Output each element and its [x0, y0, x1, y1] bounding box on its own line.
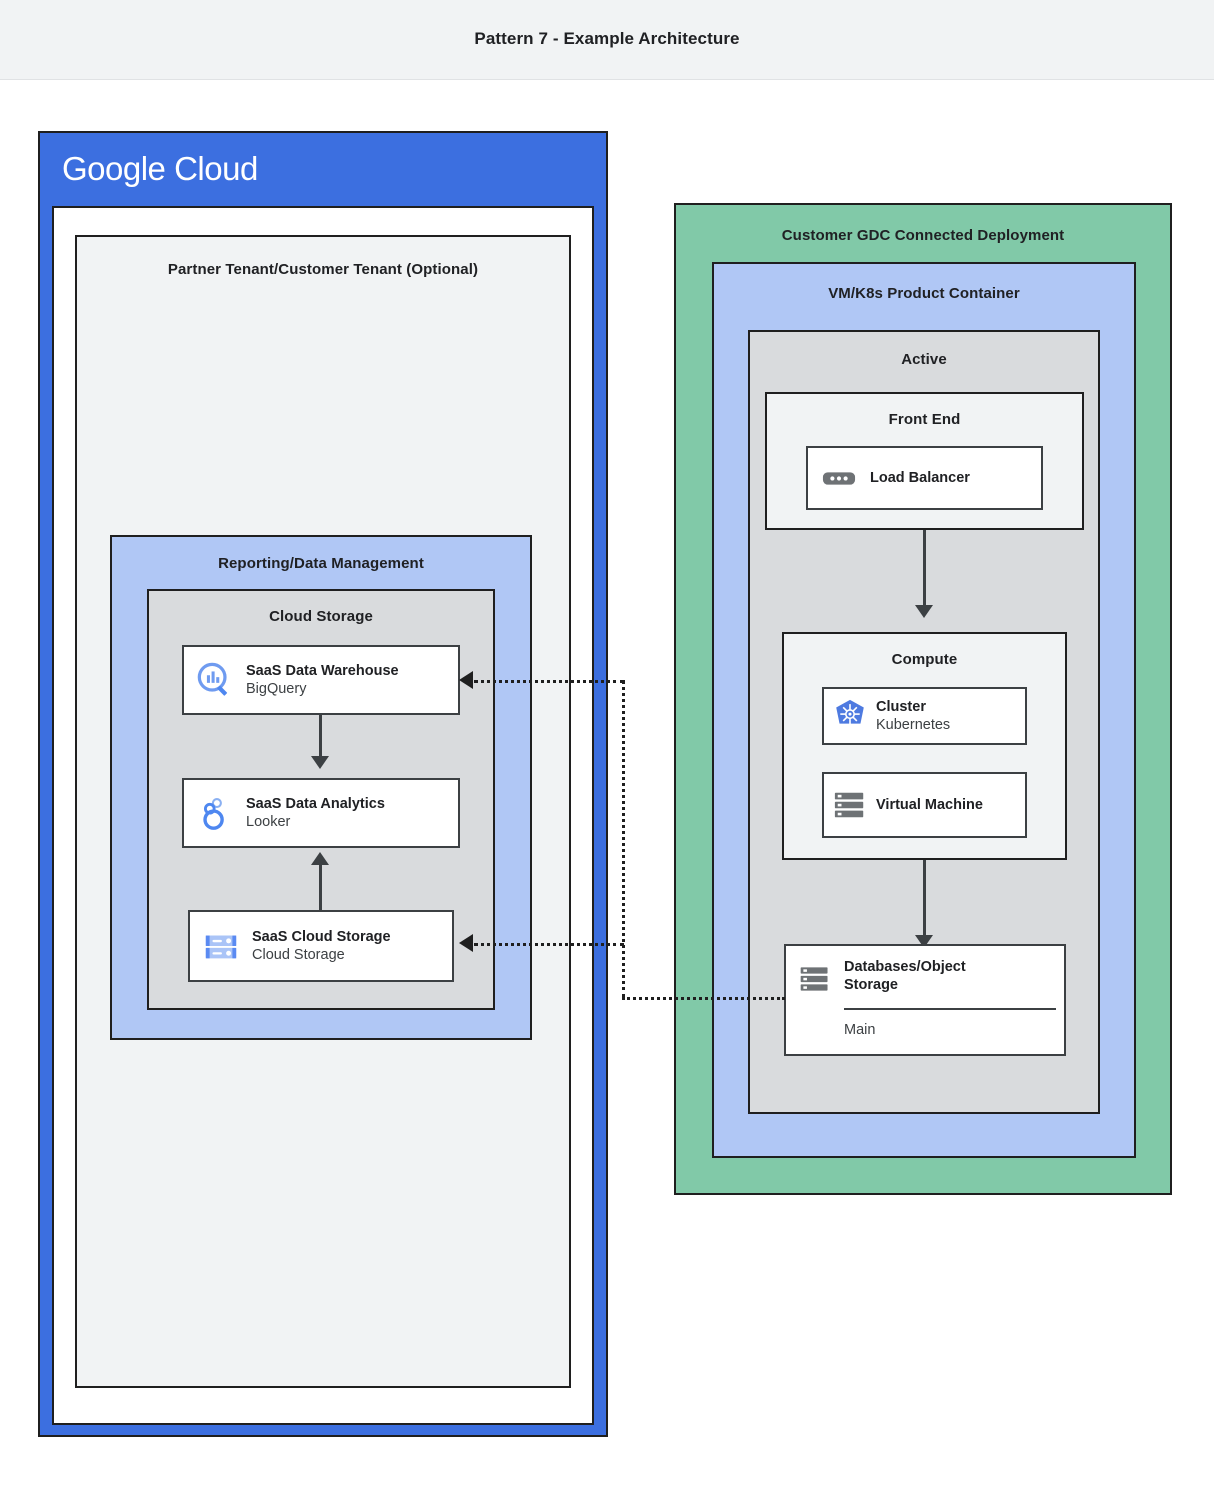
virtual-machine-card[interactable]: Virtual Machine	[822, 772, 1027, 838]
arrowhead-frontend-to-compute	[915, 605, 933, 618]
cluster-card[interactable]: Cluster Kubernetes	[822, 687, 1027, 745]
connector-compute-to-database	[923, 860, 926, 937]
google-cloud-logo-google: Google	[62, 150, 166, 187]
front-end-title: Front End	[888, 411, 961, 428]
saas-cloud-storage-product: Cloud Storage	[252, 946, 345, 963]
virtual-machine-labels: Virtual Machine	[876, 796, 983, 814]
cloud-storage-icon	[190, 910, 252, 982]
cluster-name: Cluster	[876, 698, 926, 715]
saas-cloud-storage-labels: SaaS Cloud Storage Cloud Storage	[252, 928, 391, 965]
looker-icon	[184, 778, 246, 848]
database-card-head: Databases/Object Storage	[786, 946, 1064, 1004]
virtual-machine-name: Virtual Machine	[876, 796, 983, 813]
load-balancer-card[interactable]: Load Balancer	[806, 446, 1043, 510]
google-cloud-logo: Google Cloud	[62, 150, 258, 188]
partner-tenant-title: Partner Tenant/Customer Tenant (Optional…	[167, 261, 479, 278]
database-card[interactable]: Databases/Object Storage Main	[784, 944, 1066, 1056]
bigquery-icon	[184, 645, 246, 715]
connector-warehouse-to-analytics	[319, 715, 322, 758]
saas-cloud-storage-name: SaaS Cloud Storage	[252, 928, 391, 945]
connector-frontend-to-compute	[923, 530, 926, 607]
database-name: Databases/Object Storage	[844, 959, 966, 994]
cluster-product: Kubernetes	[876, 716, 951, 733]
arrowhead-warehouse-to-analytics	[311, 756, 329, 769]
dotted-trunk-vertical	[622, 680, 625, 998]
page-title: Pattern 7 - Example Architecture	[474, 29, 740, 48]
active-title: Active	[901, 351, 947, 368]
saas-data-warehouse-name: SaaS Data Warehouse	[246, 662, 399, 679]
saas-data-warehouse-labels: SaaS Data Warehouse BigQuery	[246, 662, 399, 699]
arrowhead-to-cloud-storage	[459, 934, 473, 952]
saas-cloud-storage-card[interactable]: SaaS Cloud Storage Cloud Storage	[188, 910, 454, 982]
compute-title: Compute	[891, 651, 958, 668]
saas-data-warehouse-card[interactable]: SaaS Data Warehouse BigQuery	[182, 645, 460, 715]
database-icon	[786, 946, 844, 1004]
load-balancer-icon	[808, 446, 870, 510]
cluster-labels: Cluster Kubernetes	[876, 698, 950, 735]
dotted-line-to-warehouse	[474, 680, 624, 683]
load-balancer-name: Load Balancer	[870, 469, 970, 486]
saas-data-analytics-labels: SaaS Data Analytics Looker	[246, 795, 385, 832]
arrowhead-storage-to-analytics	[311, 852, 329, 865]
header-bar	[0, 0, 1214, 80]
connector-storage-to-analytics	[319, 865, 322, 910]
kubernetes-icon	[824, 687, 876, 745]
virtual-machine-icon	[824, 772, 876, 838]
database-detail: Main	[844, 1022, 876, 1038]
database-labels: Databases/Object Storage	[844, 946, 1014, 994]
vm-k8s-title: VM/K8s Product Container	[828, 285, 1020, 302]
load-balancer-labels: Load Balancer	[870, 469, 970, 487]
reporting-title: Reporting/Data Management	[218, 555, 424, 572]
google-cloud-logo-cloud: Cloud	[174, 150, 258, 187]
saas-data-warehouse-product: BigQuery	[246, 680, 307, 697]
gdc-deployment-title: Customer GDC Connected Deployment	[781, 227, 1065, 244]
saas-data-analytics-name: SaaS Data Analytics	[246, 795, 385, 812]
saas-data-analytics-card[interactable]: SaaS Data Analytics Looker	[182, 778, 460, 848]
saas-data-analytics-product: Looker	[246, 813, 291, 830]
cloud-storage-group-title: Cloud Storage	[269, 608, 373, 625]
database-divider	[844, 1008, 1056, 1010]
arrowhead-to-warehouse	[459, 671, 473, 689]
dotted-line-from-database	[622, 997, 785, 1000]
dotted-line-to-cloud-storage	[474, 943, 624, 946]
